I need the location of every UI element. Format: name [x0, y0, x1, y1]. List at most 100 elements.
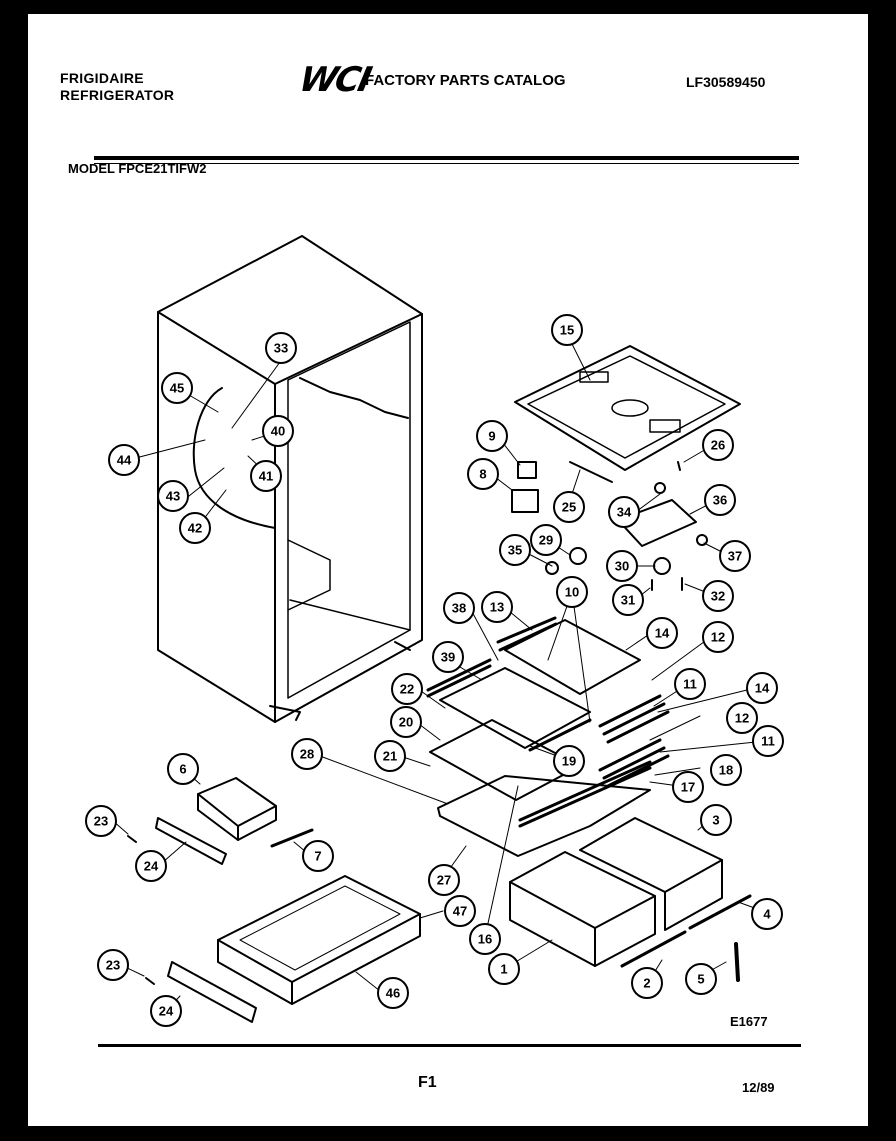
- callout-label: 35: [508, 543, 522, 558]
- callout-25: 25: [553, 491, 585, 523]
- callout-24: 24: [135, 850, 167, 882]
- footer-rule: [98, 1044, 801, 1047]
- callout-label: 19: [562, 754, 576, 769]
- callout-15: 15: [551, 314, 583, 346]
- callout-14: 14: [646, 617, 678, 649]
- callout-circle: [391, 673, 423, 705]
- callout-38: 38: [443, 592, 475, 624]
- callout-label: 12: [711, 630, 725, 645]
- callout-circle: [444, 895, 476, 927]
- callout-circle: [179, 512, 211, 544]
- meat-pan-drawing: [145, 875, 421, 1023]
- callout-33: 33: [265, 332, 297, 364]
- callout-label: 26: [711, 438, 725, 453]
- callout-label: 18: [719, 763, 733, 778]
- callout-43: 43: [157, 480, 189, 512]
- callout-label: 13: [490, 600, 504, 615]
- callout-label: 23: [106, 958, 120, 973]
- model-number: MODEL FPCE21TIFW2: [68, 161, 207, 176]
- callout-circle: [702, 429, 734, 461]
- callout-circle: [150, 995, 182, 1027]
- callout-31: 31: [612, 584, 644, 616]
- callout-34: 34: [608, 496, 640, 528]
- callout-12: 12: [702, 621, 734, 653]
- callout-label: 14: [755, 681, 770, 696]
- callout-label: 8: [479, 467, 486, 482]
- callout-label: 6: [179, 762, 186, 777]
- callout-label: 3: [712, 813, 719, 828]
- callout-8: 8: [467, 458, 499, 490]
- callout-label: 14: [655, 626, 670, 641]
- callout-circle: [704, 484, 736, 516]
- callout-circle: [674, 668, 706, 700]
- callout-circle: [374, 740, 406, 772]
- callout-circle: [428, 864, 460, 896]
- callout-label: 24: [144, 859, 159, 874]
- callout-circle: [530, 524, 562, 556]
- page-number: F1: [418, 1074, 437, 1091]
- callout-23: 23: [97, 949, 129, 981]
- callout-44: 44: [108, 444, 140, 476]
- catalog-number: LF30589450: [686, 74, 766, 90]
- callout-label: 11: [761, 734, 775, 749]
- callout-12: 12: [726, 702, 758, 734]
- callout-circle: [702, 580, 734, 612]
- callout-35: 35: [499, 534, 531, 566]
- header-rule-thin: [94, 163, 799, 164]
- small-drawer-drawing: [127, 777, 314, 865]
- header-rule-thick: [94, 156, 799, 160]
- callout-21: 21: [374, 740, 406, 772]
- callout-36: 36: [704, 484, 736, 516]
- callout-17: 17: [672, 771, 704, 803]
- callout-7: 7: [302, 840, 334, 872]
- callout-label: 33: [274, 341, 288, 356]
- callout-circle: [469, 923, 501, 955]
- callout-13: 13: [481, 591, 513, 623]
- callout-label: 17: [681, 780, 695, 795]
- callout-label: 44: [117, 453, 132, 468]
- callout-circle: [97, 949, 129, 981]
- leader-lines: [112, 339, 766, 1012]
- callout-circle: [85, 805, 117, 837]
- callout-30: 30: [606, 550, 638, 582]
- callout-circle: [612, 584, 644, 616]
- callout-circle: [606, 550, 638, 582]
- callout-circle: [265, 332, 297, 364]
- callout-circle: [608, 496, 640, 528]
- callout-40: 40: [262, 415, 294, 447]
- callout-label: 45: [170, 381, 184, 396]
- callout-circle: [377, 977, 409, 1009]
- callout-label: 34: [617, 505, 632, 520]
- callout-label: 7: [314, 849, 321, 864]
- callout-circle: [135, 850, 167, 882]
- callout-circle: [250, 460, 282, 492]
- callout-45: 45: [161, 372, 193, 404]
- callout-circle: [291, 738, 323, 770]
- callout-18: 18: [710, 754, 742, 786]
- callout-label: 36: [713, 493, 727, 508]
- callout-5: 5: [685, 963, 717, 995]
- callout-label: 28: [300, 747, 314, 762]
- callout-label: 25: [562, 500, 576, 515]
- callout-47: 47: [444, 895, 476, 927]
- callout-circle: [390, 706, 422, 738]
- callout-label: 24: [159, 1004, 174, 1019]
- callout-circle: [685, 963, 717, 995]
- callout-circle: [553, 745, 585, 777]
- callout-circle: [467, 458, 499, 490]
- cabinet-drawing: [157, 235, 423, 723]
- callout-label: 5: [697, 972, 704, 987]
- callout-circle: [702, 621, 734, 653]
- product-type: REFRIGERATOR: [60, 87, 175, 103]
- callout-4: 4: [751, 898, 783, 930]
- brand-name: FRIGIDAIRE: [60, 70, 144, 86]
- callout-circle: [553, 491, 585, 523]
- callout-label: 27: [437, 873, 451, 888]
- callout-circle: [108, 444, 140, 476]
- top-cover-drawing: [514, 345, 741, 471]
- callout-label: 9: [488, 429, 495, 444]
- callout-28: 28: [291, 738, 323, 770]
- callout-16: 16: [469, 923, 501, 955]
- callout-label: 15: [560, 323, 574, 338]
